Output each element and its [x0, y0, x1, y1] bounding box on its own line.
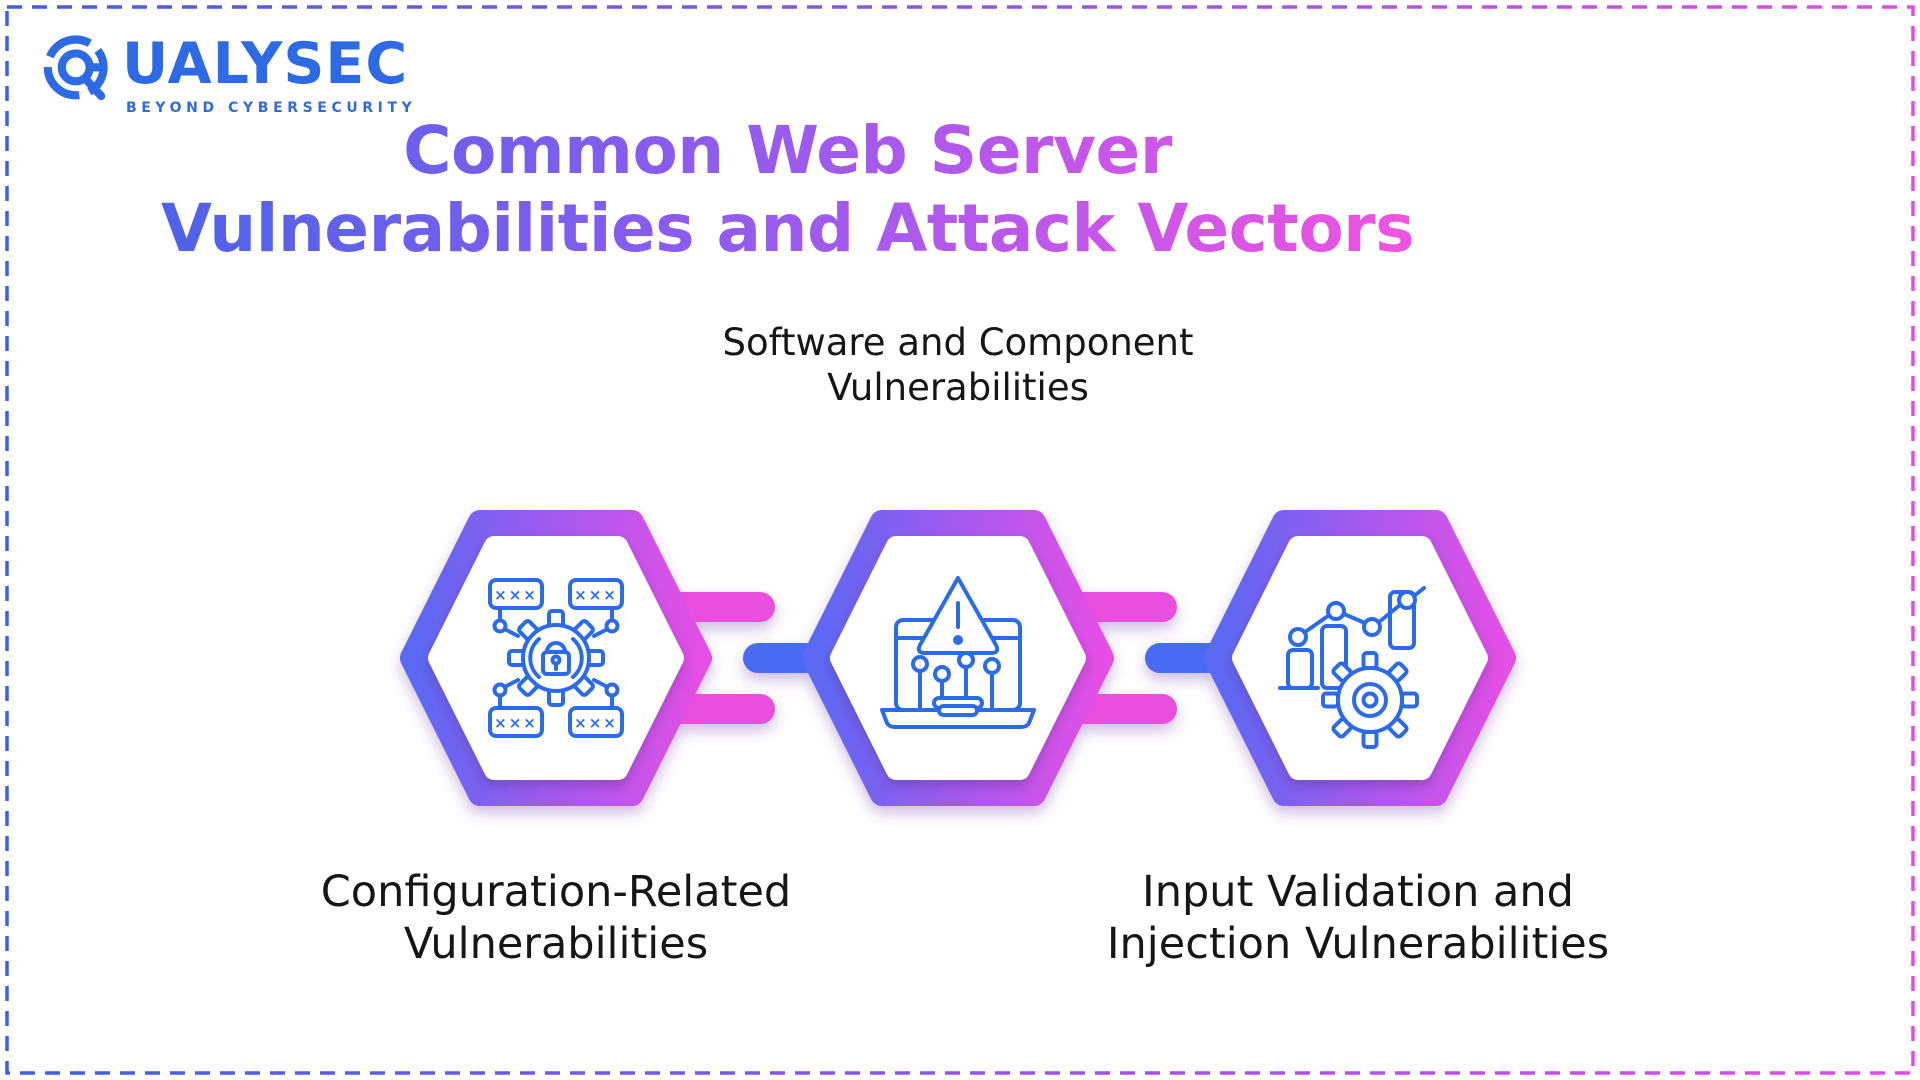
page-title: Common Web Server Vulnerabilities and At… — [0, 112, 1575, 268]
label-input-validation: Input Validation and Injection Vulnerabi… — [958, 866, 1758, 971]
title-line-1: Common Web Server — [403, 112, 1172, 189]
password-mask-text: ××× — [574, 586, 618, 604]
label-line: Input Validation and — [1142, 867, 1574, 917]
logo: UALYSEC BEYOND CYBERSECURITY — [38, 28, 416, 116]
magnifier-q-icon — [43, 35, 108, 101]
laptop-warning-icon — [880, 576, 1036, 729]
label-line: Vulnerabilities — [827, 366, 1089, 410]
label-line: Software and Component — [722, 321, 1194, 364]
password-mask-text: ××× — [494, 714, 538, 732]
password-mask-text: ××× — [574, 714, 618, 732]
label-software-component: Software and Component Vulnerabilities — [658, 320, 1258, 410]
label-configuration: Configuration-Related Vulnerabilities — [156, 866, 956, 971]
gear — [507, 609, 605, 707]
title-line-2: Vulnerabilities and Attack Vectors — [160, 189, 1415, 267]
hexagon-diagram: ××× ××× ××× ××× — [0, 480, 1920, 860]
analytics-gear-icon — [1278, 586, 1426, 749]
logo-tagline: BEYOND CYBERSECURITY — [126, 100, 417, 116]
label-line: Configuration-Related — [320, 867, 792, 917]
password-mask-text: ××× — [494, 586, 538, 604]
logo-wordmark: UALYSEC — [122, 31, 409, 97]
gear — [1321, 651, 1419, 749]
lock-icon — [541, 641, 571, 676]
gear-lock-passwords-icon: ××× ××× ××× ××× — [488, 578, 624, 738]
label-line: Vulnerabilities — [403, 919, 709, 970]
hexagon-inner — [1242, 546, 1478, 770]
warning-triangle-icon — [916, 576, 1000, 655]
label-line: Injection Vulnerabilities — [1106, 919, 1610, 970]
